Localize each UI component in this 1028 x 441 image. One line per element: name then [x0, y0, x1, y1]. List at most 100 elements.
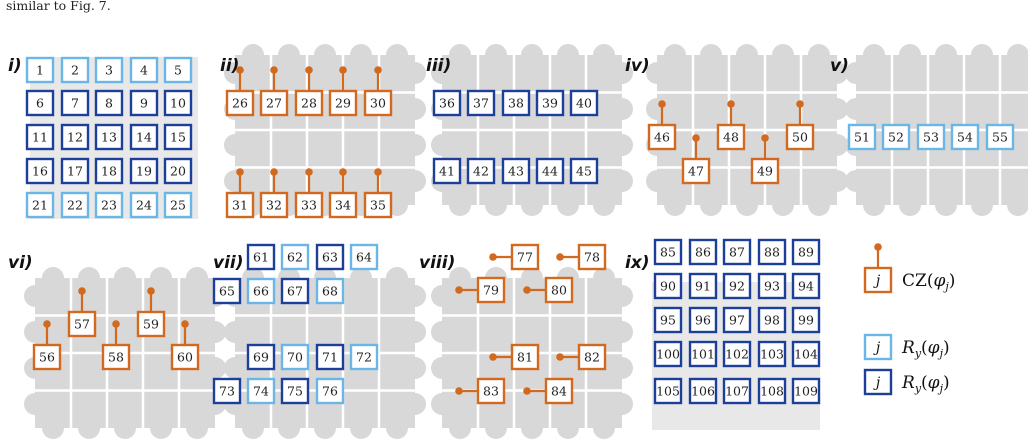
ry-gate: 76: [315, 377, 345, 405]
ry-gate: 67: [280, 277, 310, 305]
ry-gate: 41: [432, 157, 462, 185]
legend-text: CZ(φj): [902, 271, 955, 293]
ry-gate: 99: [791, 306, 821, 334]
control-dot: [43, 320, 51, 328]
control-dot: [270, 168, 278, 176]
ry-gate: 22: [60, 191, 90, 219]
gate-number: 18: [101, 164, 117, 179]
gate-number: 46: [654, 130, 670, 145]
gate-number: 86: [695, 245, 711, 260]
cz-gate: 29: [328, 66, 358, 117]
cz-gate: 60: [170, 320, 200, 371]
ry-gate: 86: [688, 238, 718, 266]
cz-gate: 79: [455, 276, 506, 304]
ry-gate: 105: [653, 377, 683, 405]
gate-number: 38: [508, 96, 524, 111]
gate-number: 61: [253, 250, 269, 265]
ry-gate: 64: [349, 243, 379, 271]
gate-number: 52: [888, 130, 904, 145]
panel-label: viii): [419, 253, 455, 273]
ry-gate: 21: [25, 191, 55, 219]
gate-number: 94: [798, 279, 814, 294]
ry-gate: 44: [535, 157, 565, 185]
panel-label: vii): [213, 253, 244, 273]
gate-number: 66: [253, 284, 269, 299]
gate-number: 104: [794, 347, 818, 362]
ry-gate: 96: [688, 306, 718, 334]
ry-gate: 14: [129, 123, 159, 151]
cz-gate: 27: [259, 66, 289, 117]
cz-gate: 78: [556, 243, 607, 271]
cz-gate: 83: [455, 377, 506, 405]
gate-number: 77: [517, 250, 533, 265]
panel-label: ix): [625, 253, 650, 273]
ry-gate: 18: [94, 157, 124, 185]
legend-box-label: j: [873, 340, 881, 356]
gate-number: 27: [266, 96, 282, 111]
gate-number: 103: [760, 347, 784, 362]
ry-gate: 9: [129, 89, 159, 117]
ry-gate: 93: [757, 272, 787, 300]
gate-number: 35: [370, 198, 386, 213]
gate-number: 101: [691, 347, 715, 362]
ry-gate: 94: [791, 272, 821, 300]
ry-gate: 100: [653, 340, 683, 368]
gate-number: 70: [287, 350, 303, 365]
gate-number: 24: [136, 198, 152, 213]
gate-number: 29: [335, 96, 351, 111]
cz-gate: 46: [647, 100, 677, 151]
panel-label: i): [8, 56, 22, 76]
gate-number: 6: [36, 96, 44, 111]
gate-number: 12: [67, 130, 83, 145]
control-dot: [78, 287, 86, 295]
gate-number: 74: [253, 384, 269, 399]
gate-number: 48: [723, 130, 739, 145]
ry-gate: 74: [246, 377, 276, 405]
ry-gate: 65: [212, 277, 242, 305]
gate-number: 28: [301, 96, 317, 111]
cz-gate: 33: [294, 168, 324, 219]
ry-gate: 107: [722, 377, 752, 405]
ry-gate: 68: [315, 277, 345, 305]
ry-gate: 69: [246, 343, 276, 371]
ry-gate: 85: [653, 238, 683, 266]
gate-number: 54: [957, 130, 973, 145]
ry-gate: 52: [881, 123, 911, 151]
ry-gate: 103: [757, 340, 787, 368]
ry-gate: 45: [569, 157, 599, 185]
ry-gate: 3: [94, 56, 124, 84]
ry-gate: 42: [466, 157, 496, 185]
cz-gate: 57: [67, 287, 97, 338]
ry-gate: 61: [246, 243, 276, 271]
ry-gate: 37: [466, 89, 496, 117]
ry-gate: 97: [722, 306, 752, 334]
gate-number: 82: [584, 350, 600, 365]
cz-gate: 26: [225, 66, 255, 117]
gate-number: 73: [219, 384, 235, 399]
ry-gate: 4: [129, 56, 159, 84]
control-dot: [727, 100, 735, 108]
cz-gate: 84: [523, 377, 574, 405]
cz-gate: 34: [328, 168, 358, 219]
gate-number: 50: [792, 130, 808, 145]
gate-number: 22: [67, 198, 83, 213]
ry-gate: 10: [163, 89, 193, 117]
gate-number: 63: [322, 250, 338, 265]
gate-number: 10: [170, 96, 186, 111]
gate-number: 30: [370, 96, 386, 111]
gate-number: 41: [439, 164, 455, 179]
ry-gate: 23: [94, 191, 124, 219]
control-dot: [489, 253, 497, 261]
panel-label: ii): [220, 56, 239, 76]
gate-number: 109: [794, 384, 818, 399]
legend-text: Ry(φj): [901, 338, 950, 360]
ry-gate: 109: [791, 377, 821, 405]
cz-gate: 77: [489, 243, 540, 271]
ry-gate: 25: [163, 191, 193, 219]
ry-gate: 106: [688, 377, 718, 405]
gate-number: 2: [71, 63, 79, 78]
control-dot: [692, 134, 700, 142]
gate-number: 8: [105, 96, 113, 111]
